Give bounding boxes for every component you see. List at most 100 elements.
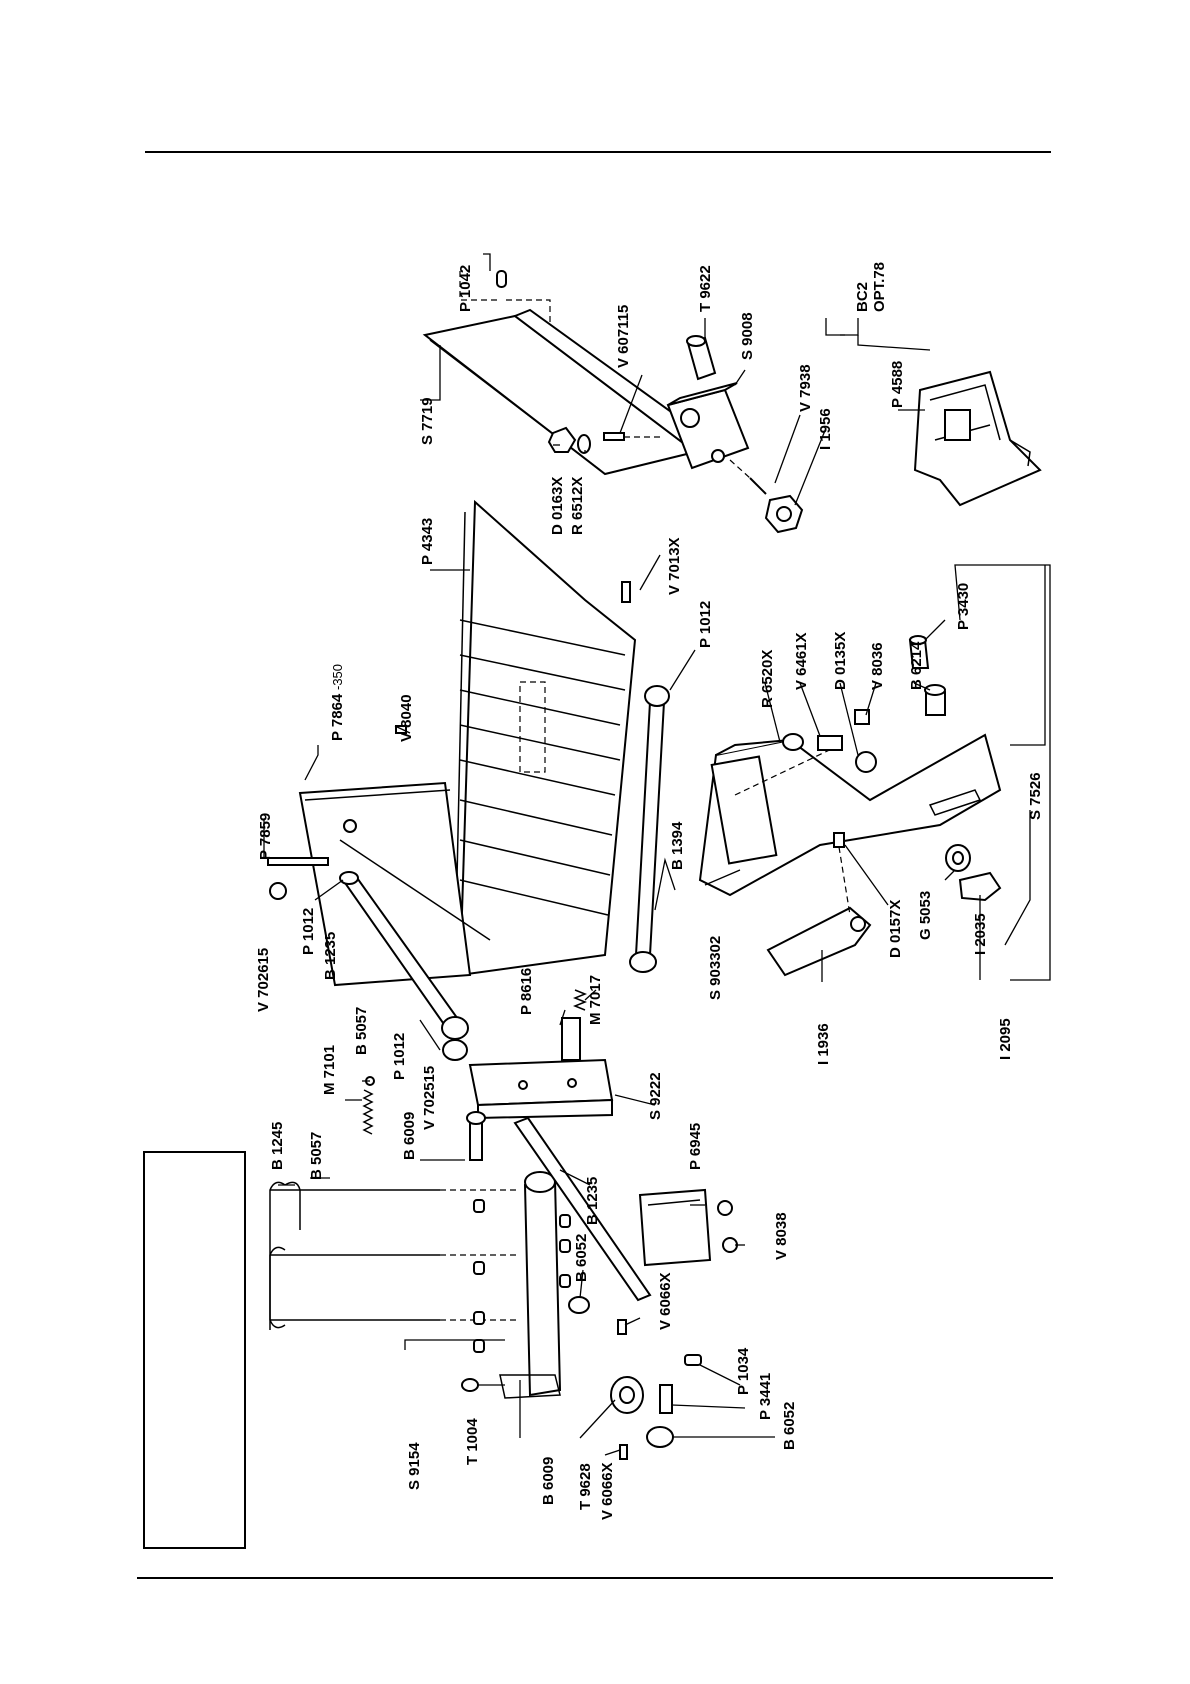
label-v6066x-b: V 6066X <box>599 1462 616 1520</box>
label-b6214: B 6214 <box>908 641 925 690</box>
label-d0163x: D 0163X <box>549 477 566 535</box>
leader-lines <box>263 253 1051 1456</box>
label-p7864-suffix: -350 <box>330 664 345 690</box>
label-v8036: V 8036 <box>869 642 886 690</box>
nut-d0135x <box>855 751 877 773</box>
label-i1956: I 1956 <box>817 408 834 450</box>
label-v607115: V 607115 <box>615 305 632 368</box>
label-p8616: P 8616 <box>518 968 535 1015</box>
label-s903302: S 903302 <box>707 936 724 1000</box>
pin-p1042 <box>459 270 507 301</box>
label-p1012-a: P 1012 <box>300 908 317 955</box>
screw-v7938 <box>729 459 767 495</box>
label-p1012-c: P 1012 <box>391 1033 408 1080</box>
label-v6461x: V 6461X <box>793 632 810 690</box>
label-p1012-b: P 1012 <box>697 601 714 648</box>
screw-v6066x-upper <box>617 1319 627 1335</box>
collar-t9628 <box>610 1376 644 1414</box>
label-m7101: M 7101 <box>321 1045 338 1095</box>
label-bc2: BC2 <box>854 282 871 312</box>
label-p3441: P 3441 <box>757 1373 774 1420</box>
label-s7719: S 7719 <box>419 397 436 445</box>
washer-p1012-lower <box>442 1039 468 1061</box>
label-t1004: T 1004 <box>464 1418 481 1465</box>
washer-p1012-upper <box>441 1016 469 1040</box>
label-s7526: S 7526 <box>1027 772 1044 820</box>
panel-p4343 <box>454 499 637 977</box>
label-b6052-b: B 6052 <box>781 1402 798 1450</box>
arm-s903302 <box>698 733 1002 897</box>
label-b6009-b: B 6009 <box>540 1457 557 1505</box>
screw-v7013x <box>621 581 631 603</box>
bushing-b6052-upper <box>568 1296 590 1314</box>
cap-t1004 <box>461 1378 479 1392</box>
label-v6066x-a: V 6066X <box>657 1272 674 1330</box>
clamp-assembly-p4588 <box>913 370 1042 507</box>
label-v8038: V 8038 <box>773 1212 790 1260</box>
bushing-b6052-lower <box>646 1426 674 1448</box>
label-b5057-a: B 5057 <box>353 1007 370 1055</box>
label-t9628: T 9628 <box>577 1463 594 1510</box>
label-t9622: T 9622 <box>697 265 714 312</box>
label-i1936: I 1936 <box>815 1023 832 1065</box>
handle-i1936 <box>766 906 872 977</box>
top-rule <box>145 151 1051 153</box>
label-opt78: OPT.78 <box>871 262 888 312</box>
bushing-b6214 <box>924 684 946 716</box>
label-v702515: V 702515 <box>421 1066 438 1130</box>
tube-t9622 <box>686 335 717 381</box>
label-p3430: P 3430 <box>955 583 972 630</box>
tube-s9154 <box>499 1171 562 1399</box>
pin-p8616 <box>561 1017 581 1061</box>
label-s9222: S 9222 <box>647 1072 664 1120</box>
spring-m7101 <box>362 1089 374 1135</box>
label-v702615: V 702615 <box>255 948 272 1012</box>
label-i2095: I 2095 <box>997 1018 1014 1060</box>
bolt-p7859 <box>267 857 329 900</box>
cap-i2035 <box>958 871 1002 902</box>
label-b1394: B 1394 <box>669 821 686 870</box>
grommet-g5053 <box>945 844 971 872</box>
rod-b1394 <box>629 685 670 973</box>
label-p6945: P 6945 <box>687 1123 704 1170</box>
screw-v6066x-lower <box>619 1444 628 1460</box>
label-d0157x: D 0157X <box>887 900 904 958</box>
washer-r6520x <box>782 733 804 751</box>
washer-r6512x <box>577 434 591 454</box>
label-m7017: M 7017 <box>587 975 604 1025</box>
label-b1235-a: B 1235 <box>322 932 339 980</box>
spring-m7017 <box>572 989 588 1011</box>
label-g5053: G 5053 <box>917 891 934 940</box>
label-v7938: V 7938 <box>797 364 814 412</box>
label-i2035: I 2035 <box>972 913 989 955</box>
label-p7859: P 7859 <box>257 813 274 860</box>
bottom-rule <box>137 1577 1053 1579</box>
label-b1235-b: B 1235 <box>584 1177 601 1225</box>
block-s9008 <box>666 382 750 470</box>
part-labels: P 1042 T 9622 V 607115 S 9008 S 7719 D 0… <box>255 262 1044 1520</box>
label-v7013x: V 7013X <box>666 537 683 595</box>
rod-b1235-lower <box>513 1116 652 1302</box>
screw-v6461x <box>817 735 843 751</box>
pin-p3441 <box>659 1384 673 1414</box>
label-b1245: B 1245 <box>269 1122 286 1170</box>
label-r6520x: R 6520X <box>759 650 776 708</box>
wire-handle-b1245 <box>269 1181 520 1330</box>
label-p4588: P 4588 <box>889 361 906 408</box>
screw-v607115 <box>603 432 660 441</box>
label-b6009-a: B 6009 <box>401 1112 418 1160</box>
label-p1034: P 1034 <box>735 1347 752 1395</box>
bolt-v702515 <box>466 1111 486 1161</box>
bushings-b6009 <box>473 1199 571 1353</box>
setscrew-d0157x <box>833 832 851 916</box>
label-r6512x: R 6512X <box>569 477 586 535</box>
label-v8040: V 8040 <box>398 694 415 742</box>
pin-p1034 <box>684 1354 702 1366</box>
plate-p7864 <box>298 781 491 987</box>
pin-p3430 <box>908 635 930 669</box>
label-s9008: S 9008 <box>739 312 756 360</box>
screw-v8036 <box>854 709 870 725</box>
label-p7864: P 7864 <box>329 693 346 741</box>
label-b5057-b: B 5057 <box>308 1132 325 1180</box>
